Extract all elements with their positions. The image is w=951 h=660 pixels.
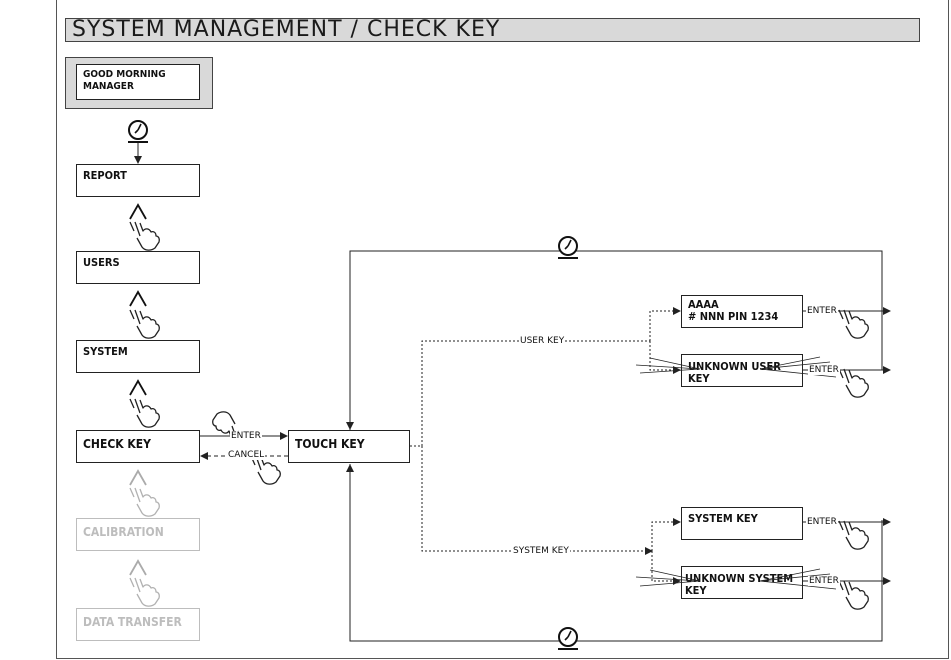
greeting-text: GOOD MORNING MANAGER xyxy=(83,69,166,92)
menu-item-check-key[interactable]: CHECK KEY xyxy=(76,430,200,463)
unknown-user-key-text: UNKNOWN USER KEY xyxy=(688,360,781,385)
menu-label-calibration: CALIBRATION xyxy=(83,525,164,539)
user-key-display-text: AAAA # NNN PIN 1234 xyxy=(688,298,779,323)
hand-press-icon xyxy=(838,309,869,339)
up-arrow-icon xyxy=(129,380,147,396)
cancel-label: CANCEL xyxy=(227,450,266,460)
system-key-display: SYSTEM KEY xyxy=(681,507,803,540)
hand-press-icon xyxy=(250,455,281,485)
menu-item-users[interactable]: USERS xyxy=(76,251,200,284)
menu-label-check-key: CHECK KEY xyxy=(83,437,151,451)
hand-press-icon xyxy=(129,398,160,428)
flash-lines xyxy=(635,356,837,590)
unknown-system-key-display: UNKNOWN SYSTEM KEY xyxy=(681,566,803,599)
menu-item-system[interactable]: SYSTEM xyxy=(76,340,200,373)
up-arrow-icon xyxy=(129,560,147,576)
enter-label: ENTER xyxy=(230,431,262,441)
user-key-branch-label: USER KEY xyxy=(519,336,566,346)
hand-press-icon xyxy=(838,368,869,398)
enter-label: ENTER xyxy=(806,517,838,527)
hand-press-icon xyxy=(129,487,160,517)
menu-item-report[interactable]: REPORT xyxy=(76,164,200,197)
system-key-display-text: SYSTEM KEY xyxy=(688,512,758,525)
enter-label: ENTER xyxy=(808,365,840,375)
menu-item-data-transfer[interactable]: DATA TRANSFER xyxy=(76,608,200,641)
menu-label-data-transfer: DATA TRANSFER xyxy=(83,615,182,629)
hand-press-icon xyxy=(129,577,160,607)
page-title: SYSTEM MANAGEMENT / CHECK KEY xyxy=(72,17,501,42)
menu-label-report: REPORT xyxy=(83,169,127,182)
clock-icon xyxy=(557,236,579,259)
touch-key-display: TOUCH KEY xyxy=(288,430,410,463)
up-arrow-icon xyxy=(129,470,147,486)
menu-label-users: USERS xyxy=(83,256,120,269)
unknown-system-key-text: UNKNOWN SYSTEM KEY xyxy=(685,572,794,597)
hand-press-icon xyxy=(838,580,869,610)
hand-press-icon xyxy=(129,221,160,251)
enter-label: ENTER xyxy=(806,306,838,316)
title-bar: SYSTEM MANAGEMENT / CHECK KEY xyxy=(65,17,920,42)
page-frame xyxy=(56,0,949,659)
hand-press-icon xyxy=(838,520,869,550)
up-arrow-icon xyxy=(129,204,147,220)
clock-icon xyxy=(127,120,149,143)
touch-key-label: TOUCH KEY xyxy=(295,437,365,451)
unknown-user-key-display: UNKNOWN USER KEY xyxy=(681,354,803,387)
greeting-display: GOOD MORNING MANAGER xyxy=(76,64,200,100)
user-key-display: AAAA # NNN PIN 1234 xyxy=(681,295,803,328)
up-arrow-icon xyxy=(129,291,147,307)
clock-icon xyxy=(557,627,579,650)
hand-press-icon xyxy=(129,309,160,339)
menu-label-system: SYSTEM xyxy=(83,345,128,358)
menu-item-calibration[interactable]: CALIBRATION xyxy=(76,518,200,551)
enter-label: ENTER xyxy=(808,576,840,586)
system-key-branch-label: SYSTEM KEY xyxy=(512,546,570,556)
